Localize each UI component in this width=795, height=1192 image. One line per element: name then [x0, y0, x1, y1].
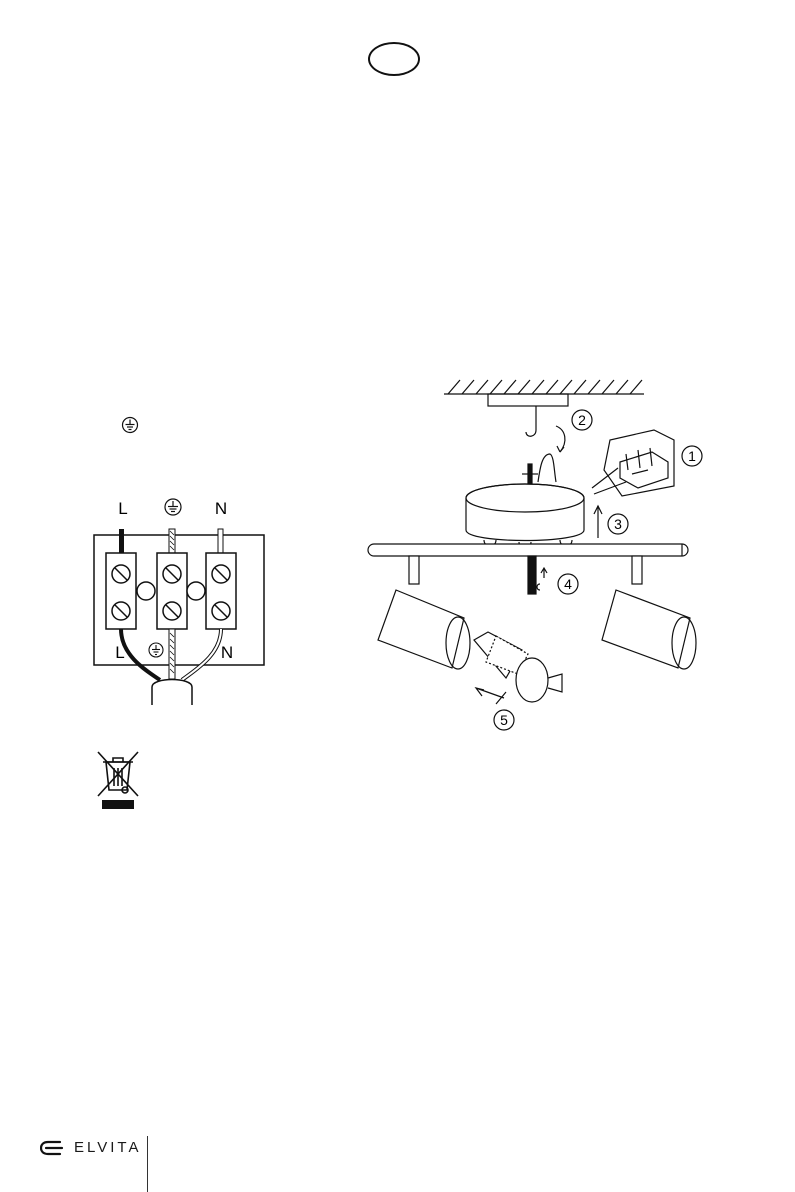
brand-name: ELVITA: [74, 1139, 141, 1156]
step-2-label: 2: [578, 412, 586, 428]
earth-symbol-icon: [165, 499, 181, 515]
language-badge: [368, 42, 420, 76]
fixture-installation-diagram: 2 1 3 4 5: [356, 378, 716, 738]
step-4-label: 4: [564, 576, 572, 592]
step-3-label: 3: [614, 516, 622, 532]
footer-logo: ELVITA: [40, 1139, 141, 1156]
label-live-top: L: [118, 499, 127, 518]
earth-symbol-icon: [149, 643, 163, 657]
label-neutral-bottom: N: [221, 643, 233, 662]
earth-symbol-icon: [121, 416, 139, 434]
footer-divider: [147, 1136, 148, 1192]
elvita-logo-icon: [40, 1140, 64, 1156]
step-5-label: 5: [500, 712, 508, 728]
terminal-block-diagram: L N L N: [90, 495, 270, 705]
label-neutral-top: N: [215, 499, 227, 518]
step-1-label: 1: [688, 448, 696, 464]
weee-crossed-bin-icon: [92, 748, 144, 812]
label-live-bottom: L: [115, 643, 124, 662]
